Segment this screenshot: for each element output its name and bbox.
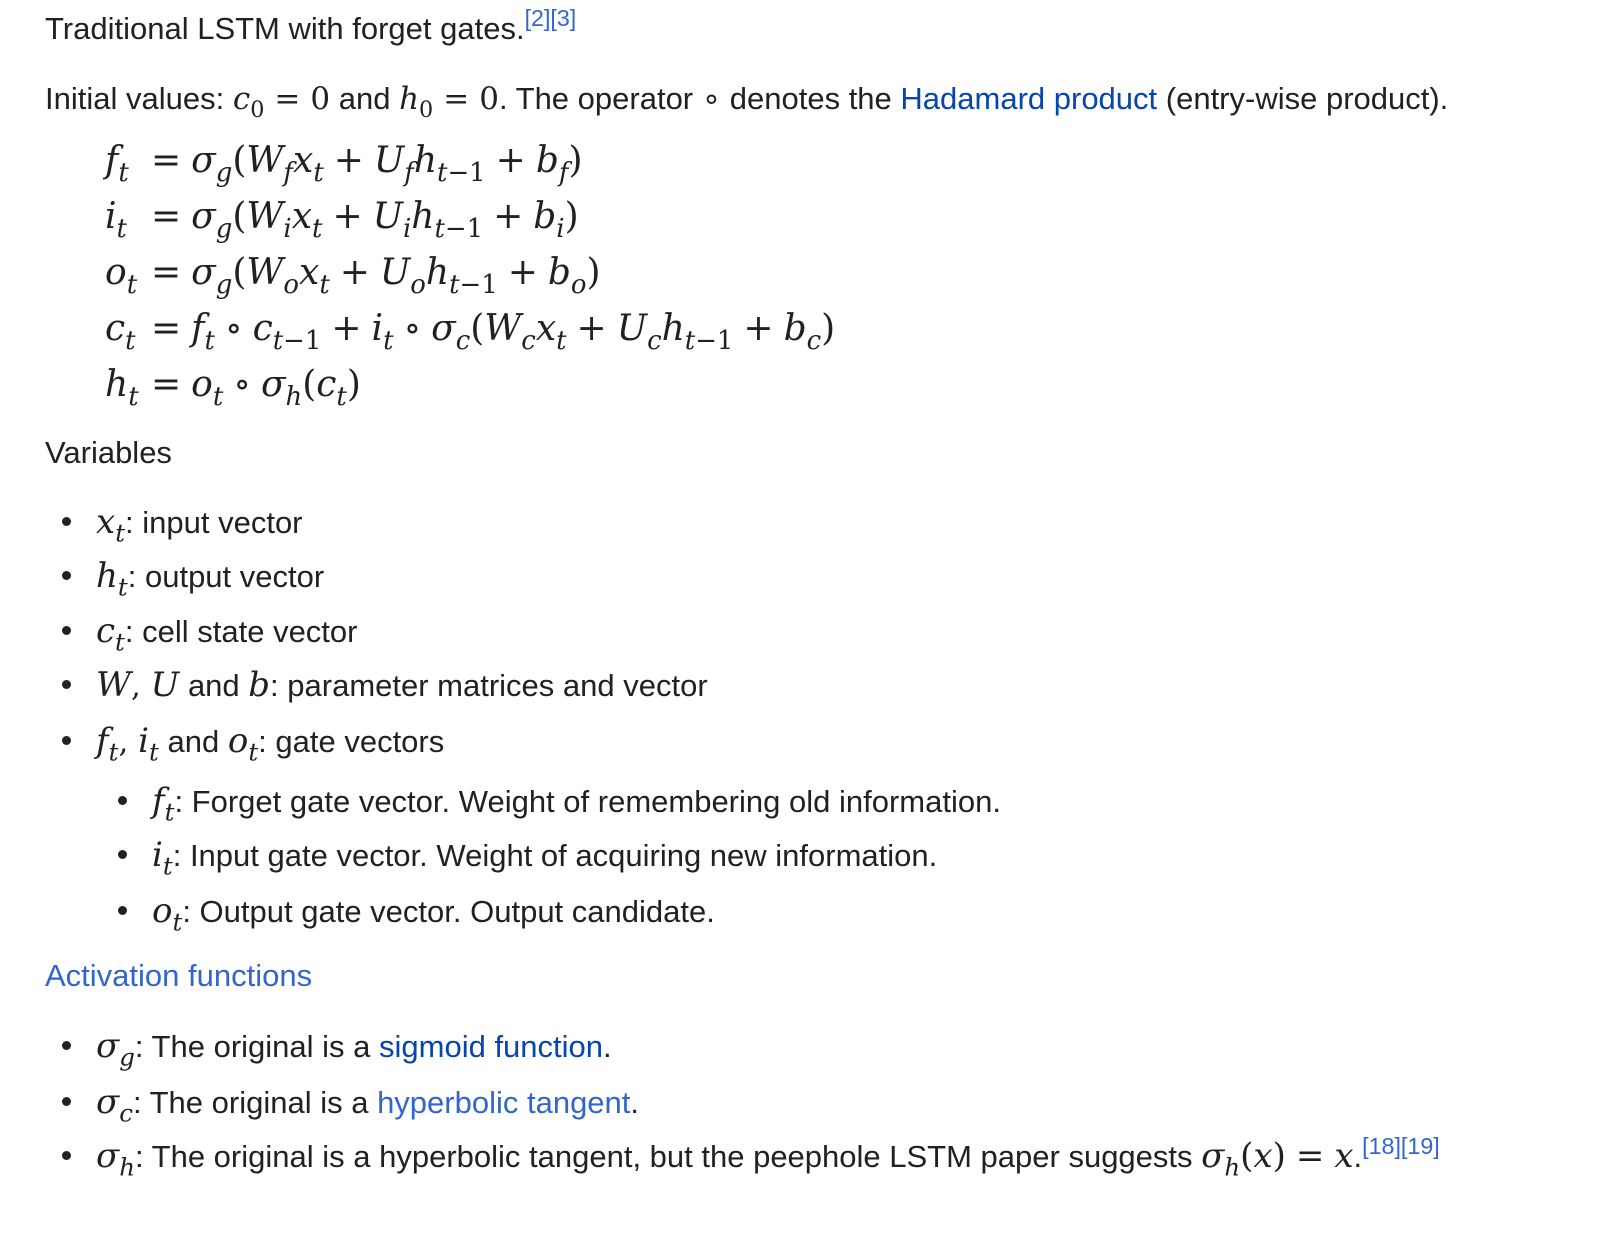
variables-heading: Variables [45,435,172,470]
intro-text: Traditional LSTM with forget gates. [45,11,525,46]
initial-prefix: Initial values: [45,81,233,116]
intro-line: Traditional LSTM with forget gates.[2][3… [45,7,576,47]
math-h0: h0 [399,81,434,123]
list-item-sigma-c: σc: The original is a hyperbolic tangent… [62,1082,639,1125]
initial-suffix: (entry-wise product). [1157,81,1449,116]
equation-cell-state: ct=ft∘ct−1+it∘σc(Wcxt+Ucht−1+bc) [105,308,836,357]
list-item-forget-gate: ft: Forget gate vector. Weight of rememb… [118,781,1001,824]
sigma-h-citations[interactable]: [18][19] [1362,1133,1440,1160]
hyperbolic-tangent-link[interactable]: hyperbolic tangent [377,1085,631,1120]
equation-input-gate: it=σg(Wixt+Uiht−1+bi) [105,196,579,245]
equation-hidden-state: ht=ot∘σh(ct) [105,364,361,413]
list-item-h: ht: output vector [62,556,324,599]
operator-text-1: . The operator [498,81,702,116]
list-item-sigma-h: σh: The original is a hyperbolic tangent… [62,1133,1440,1179]
list-item-c: ct: cell state vector [62,611,357,654]
list-item-x: xt: input vector [62,502,303,545]
operator-symbol: ∘ [701,81,722,116]
initial-values-line: Initial values: c0=0 and h0=0. The opera… [45,81,1449,123]
intro-citations[interactable]: [2][3] [524,5,577,32]
list-item-sigma-g: σg: The original is a sigmoid function. [62,1026,612,1069]
initial-and: and [330,81,400,116]
hadamard-product-link[interactable]: Hadamard product [900,81,1158,116]
list-item-input-gate: it: Input gate vector. Weight of acquiri… [118,835,937,878]
equation-output-gate: ot=σg(Woxt+Uoht−1+bo) [105,252,601,301]
sigmoid-function-link[interactable]: sigmoid function [379,1029,604,1064]
activation-functions-link[interactable]: Activation functions [45,958,313,993]
list-item-gates: ft, it and ot: gate vectors [62,721,444,764]
list-item-params: W, U and b: parameter matrices and vecto… [62,665,708,706]
math-c0: c0 [232,81,265,123]
operator-text-2: denotes the [721,81,901,116]
equation-forget-gate: ft=σg(Wfxt+Ufht−1+bf) [105,140,583,189]
list-item-output-gate: ot: Output gate vector. Output candidate… [118,891,715,934]
